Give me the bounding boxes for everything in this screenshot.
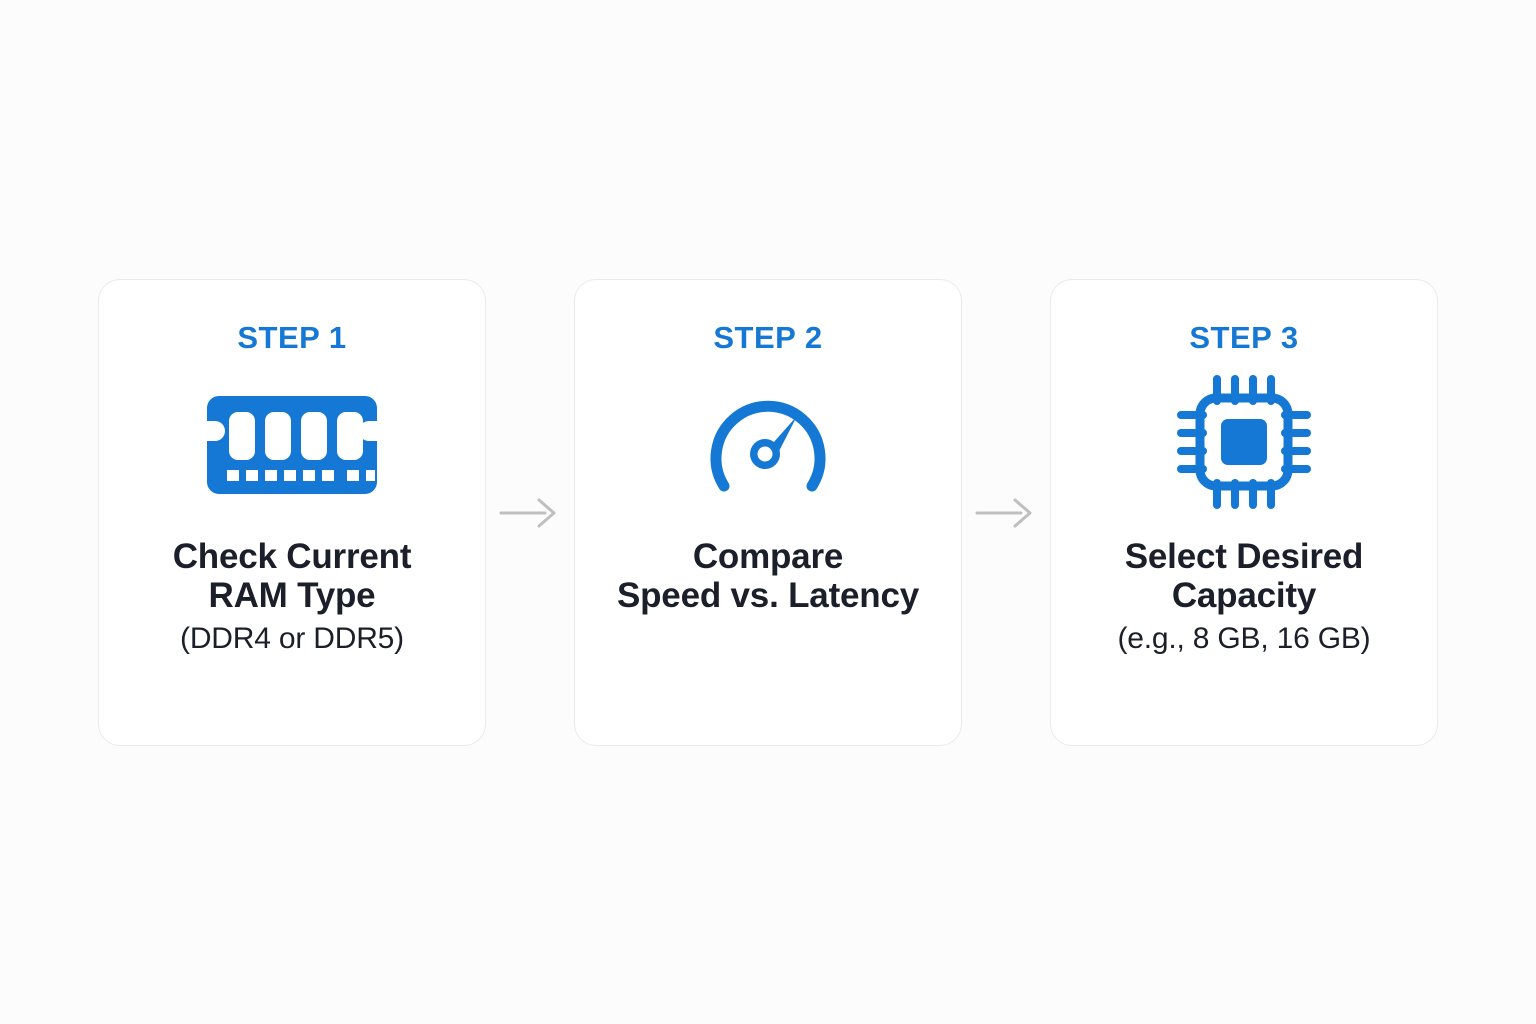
- cpu-chip-icon: [1177, 374, 1311, 514]
- step-text-2: Compare Speed vs. Latency: [603, 537, 933, 621]
- step-icon-2-wrap: [694, 369, 842, 519]
- step-subtitle-1: (DDR4 or DDR5): [180, 622, 404, 656]
- step-text-1: Check Current RAM Type (DDR4 or DDR5): [159, 537, 426, 657]
- speedometer-gauge-icon: [694, 380, 842, 509]
- step-icon-3-wrap: [1177, 369, 1311, 519]
- step-title-3: Select Desired Capacity: [1124, 537, 1364, 616]
- step-flow-row: STEP 1: [0, 279, 1536, 746]
- step-label-3: STEP 3: [1189, 320, 1299, 355]
- step-label-1: STEP 1: [237, 320, 347, 355]
- step-title-2: Compare Speed vs. Latency: [616, 537, 919, 616]
- ram-module-icon: [207, 390, 377, 499]
- step-text-3: Select Desired Capacity (e.g., 8 GB, 16 …: [1104, 537, 1385, 657]
- connector-1: [486, 279, 574, 746]
- arrow-right-icon: [499, 496, 561, 530]
- step-card-2[interactable]: STEP 2 Compare Speed vs. Latency: [574, 279, 962, 746]
- step-subtitle-3: (e.g., 8 GB, 16 GB): [1117, 622, 1371, 656]
- step-title-1: Check Current RAM Type: [172, 537, 412, 616]
- step-card-1[interactable]: STEP 1: [98, 279, 486, 746]
- step-icon-1-wrap: [207, 369, 377, 519]
- step-label-2: STEP 2: [713, 320, 823, 355]
- step-card-3[interactable]: STEP 3: [1050, 279, 1438, 746]
- connector-2: [962, 279, 1050, 746]
- arrow-right-icon: [975, 496, 1037, 530]
